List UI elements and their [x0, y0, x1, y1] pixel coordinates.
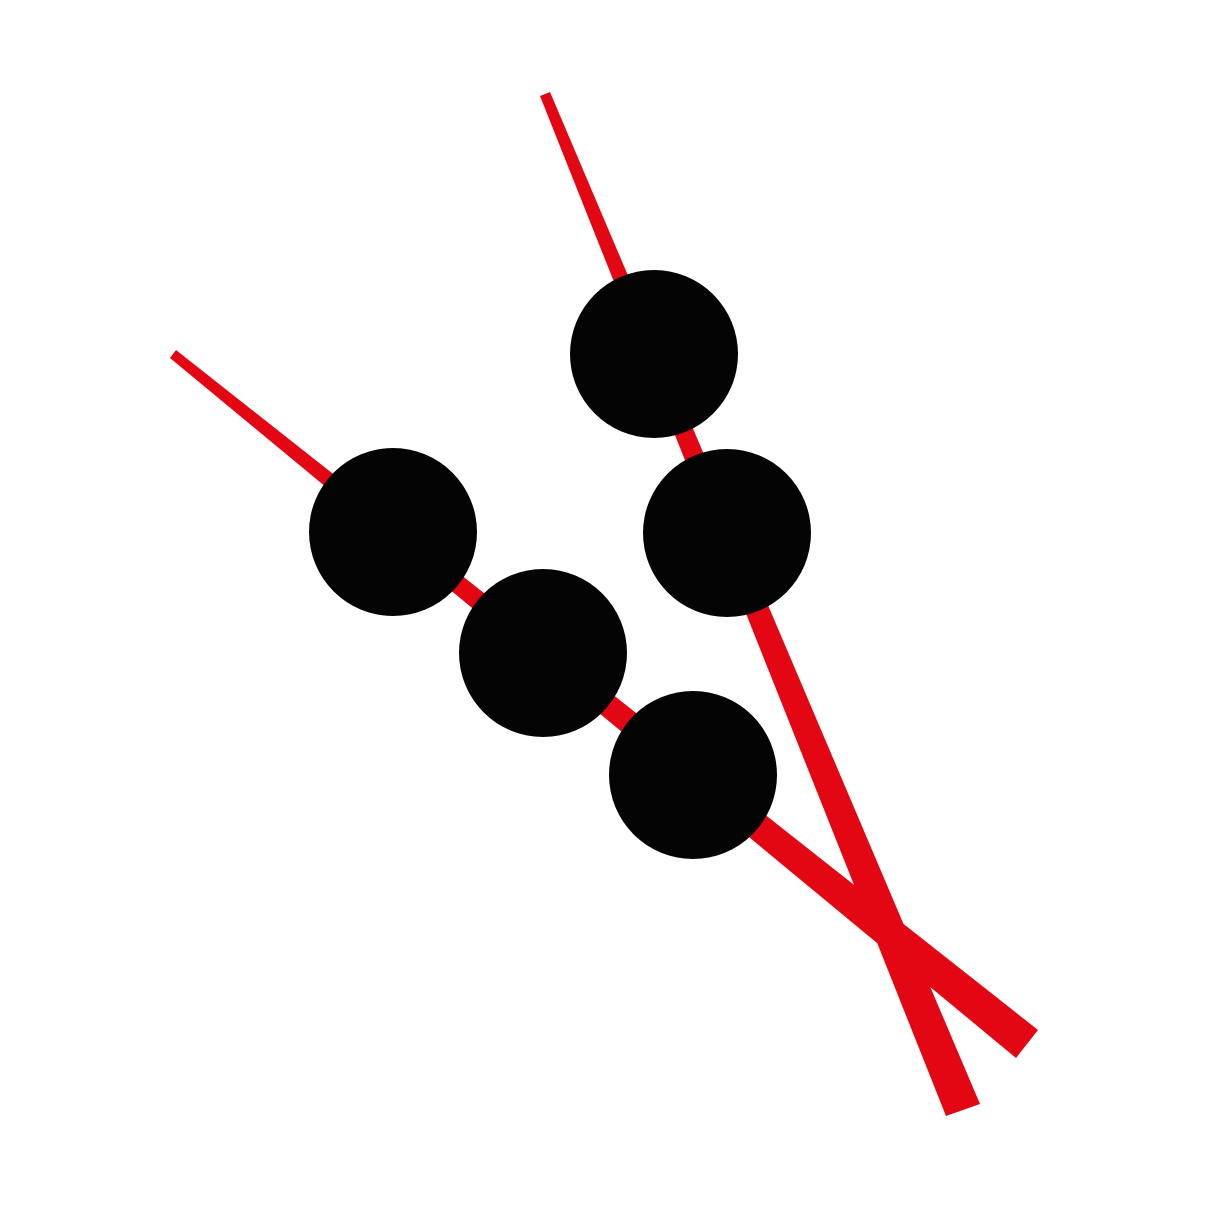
- left-skewer-ball-3: [609, 691, 777, 859]
- left-skewer-ball-1: [309, 448, 477, 616]
- right-skewer-ball-2: [643, 449, 811, 617]
- left-skewer-ball-2: [459, 569, 627, 737]
- right-skewer-ball-1: [570, 270, 738, 438]
